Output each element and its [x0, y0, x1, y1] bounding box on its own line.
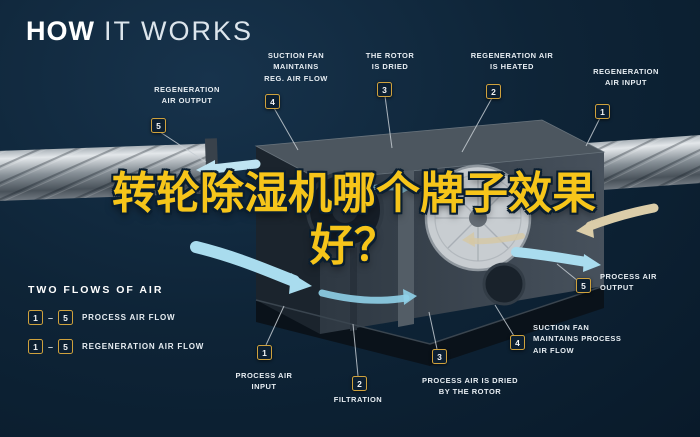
callout-regeneration-air-heated: REGENERATION AIR IS HEATED [462, 50, 562, 73]
callout-regeneration-air-output: REGENERATION AIR OUTPUT [134, 84, 240, 107]
callout-label: FILTRATION [333, 395, 383, 404]
title-light: IT WORKS [103, 16, 253, 46]
step-badge: 5 [58, 339, 74, 354]
callout-label: REGENERATION AIR [470, 51, 554, 60]
callout-label: INPUT [251, 382, 277, 392]
step-badge: 2 [486, 84, 501, 99]
legend-label: PROCESS AIR FLOW [82, 313, 176, 322]
left-duct [0, 138, 219, 202]
callout-filtration: FILTRATION [310, 394, 406, 405]
legend-separator: – [48, 341, 54, 352]
regen-input-arrow [585, 203, 659, 231]
step-badge: 4 [265, 94, 280, 109]
step-badge: 1 [257, 345, 272, 360]
step-badge: 3 [377, 82, 392, 97]
step-badge: 1 [28, 339, 43, 354]
callout-label: SUCTION FAN [533, 323, 590, 332]
step-badge: 5 [58, 310, 74, 325]
step-badge: 5 [576, 278, 591, 293]
page-title: HOW IT WORKS [26, 16, 253, 47]
callout-label: MAINTAINS [273, 62, 319, 72]
callout-label: MAINTAINS PROCESS [533, 334, 622, 344]
callout-regeneration-air-input: REGENERATION AIR INPUT [576, 66, 676, 89]
leader-lines [159, 95, 601, 377]
legend-heading: TWO FLOWS OF AIR [28, 284, 164, 296]
step-badge: 4 [510, 335, 525, 350]
step-badge: 5 [151, 118, 166, 133]
callout-label: OUTPUT [600, 283, 634, 293]
title-bold: HOW [26, 16, 95, 46]
step-badge: 3 [432, 349, 447, 364]
process-output-arrow [511, 247, 591, 267]
overlay-headline: 转轮除湿机哪个牌子效果好？ [112, 168, 596, 271]
callout-label: IS HEATED [490, 62, 534, 72]
legend-label: REGENERATION AIR FLOW [82, 342, 205, 351]
callout-label: THE ROTOR [365, 51, 415, 60]
callout-rotor-is-dried: THE ROTOR IS DRIED [354, 50, 426, 73]
two-flows-legend: TWO FLOWS OF AIR 1 – 5 PROCESS AIR FLOW … [28, 284, 204, 354]
step-badge: 2 [352, 376, 367, 391]
legend-row-process: 1 – 5 PROCESS AIR FLOW [28, 310, 204, 325]
desiccant-rotor [424, 164, 532, 272]
callout-label: AIR OUTPUT [161, 96, 213, 106]
callout-process-air-input: PROCESS AIR INPUT [228, 370, 300, 393]
callout-label: REGENERATION [593, 67, 659, 76]
air-flow-arrows [190, 159, 659, 305]
callout-label: REG. AIR FLOW [264, 73, 328, 83]
step-badge: 1 [28, 310, 43, 325]
callout-suction-fan-reg: SUCTION FAN MAINTAINS REG. AIR FLOW [248, 50, 344, 84]
callout-suction-fan-process: SUCTION FAN MAINTAINS PROCESS AIR FLOW [533, 322, 643, 356]
callout-label: REGENERATION [154, 85, 220, 94]
callout-label: SUCTION FAN [267, 51, 325, 60]
callout-label: BY THE ROTOR [438, 387, 502, 397]
callout-label: PROCESS AIR IS DRIED [422, 376, 518, 385]
callout-process-air-output: PROCESS AIR OUTPUT [600, 271, 680, 294]
step-badge: 1 [595, 104, 610, 119]
callout-process-air-dried: PROCESS AIR IS DRIED BY THE ROTOR [408, 375, 532, 398]
callout-label: AIR INPUT [605, 78, 647, 88]
process-fan [482, 262, 526, 306]
callout-label: PROCESS AIR [600, 272, 657, 281]
callout-label: PROCESS AIR [235, 371, 293, 380]
process-input-arrow [190, 241, 300, 287]
legend-row-regeneration: 1 – 5 REGENERATION AIR FLOW [28, 339, 204, 354]
callout-label: IS DRIED [371, 62, 409, 72]
regen-output-arrow [207, 159, 261, 174]
legend-separator: – [48, 312, 54, 323]
callout-label: AIR FLOW [533, 345, 575, 355]
